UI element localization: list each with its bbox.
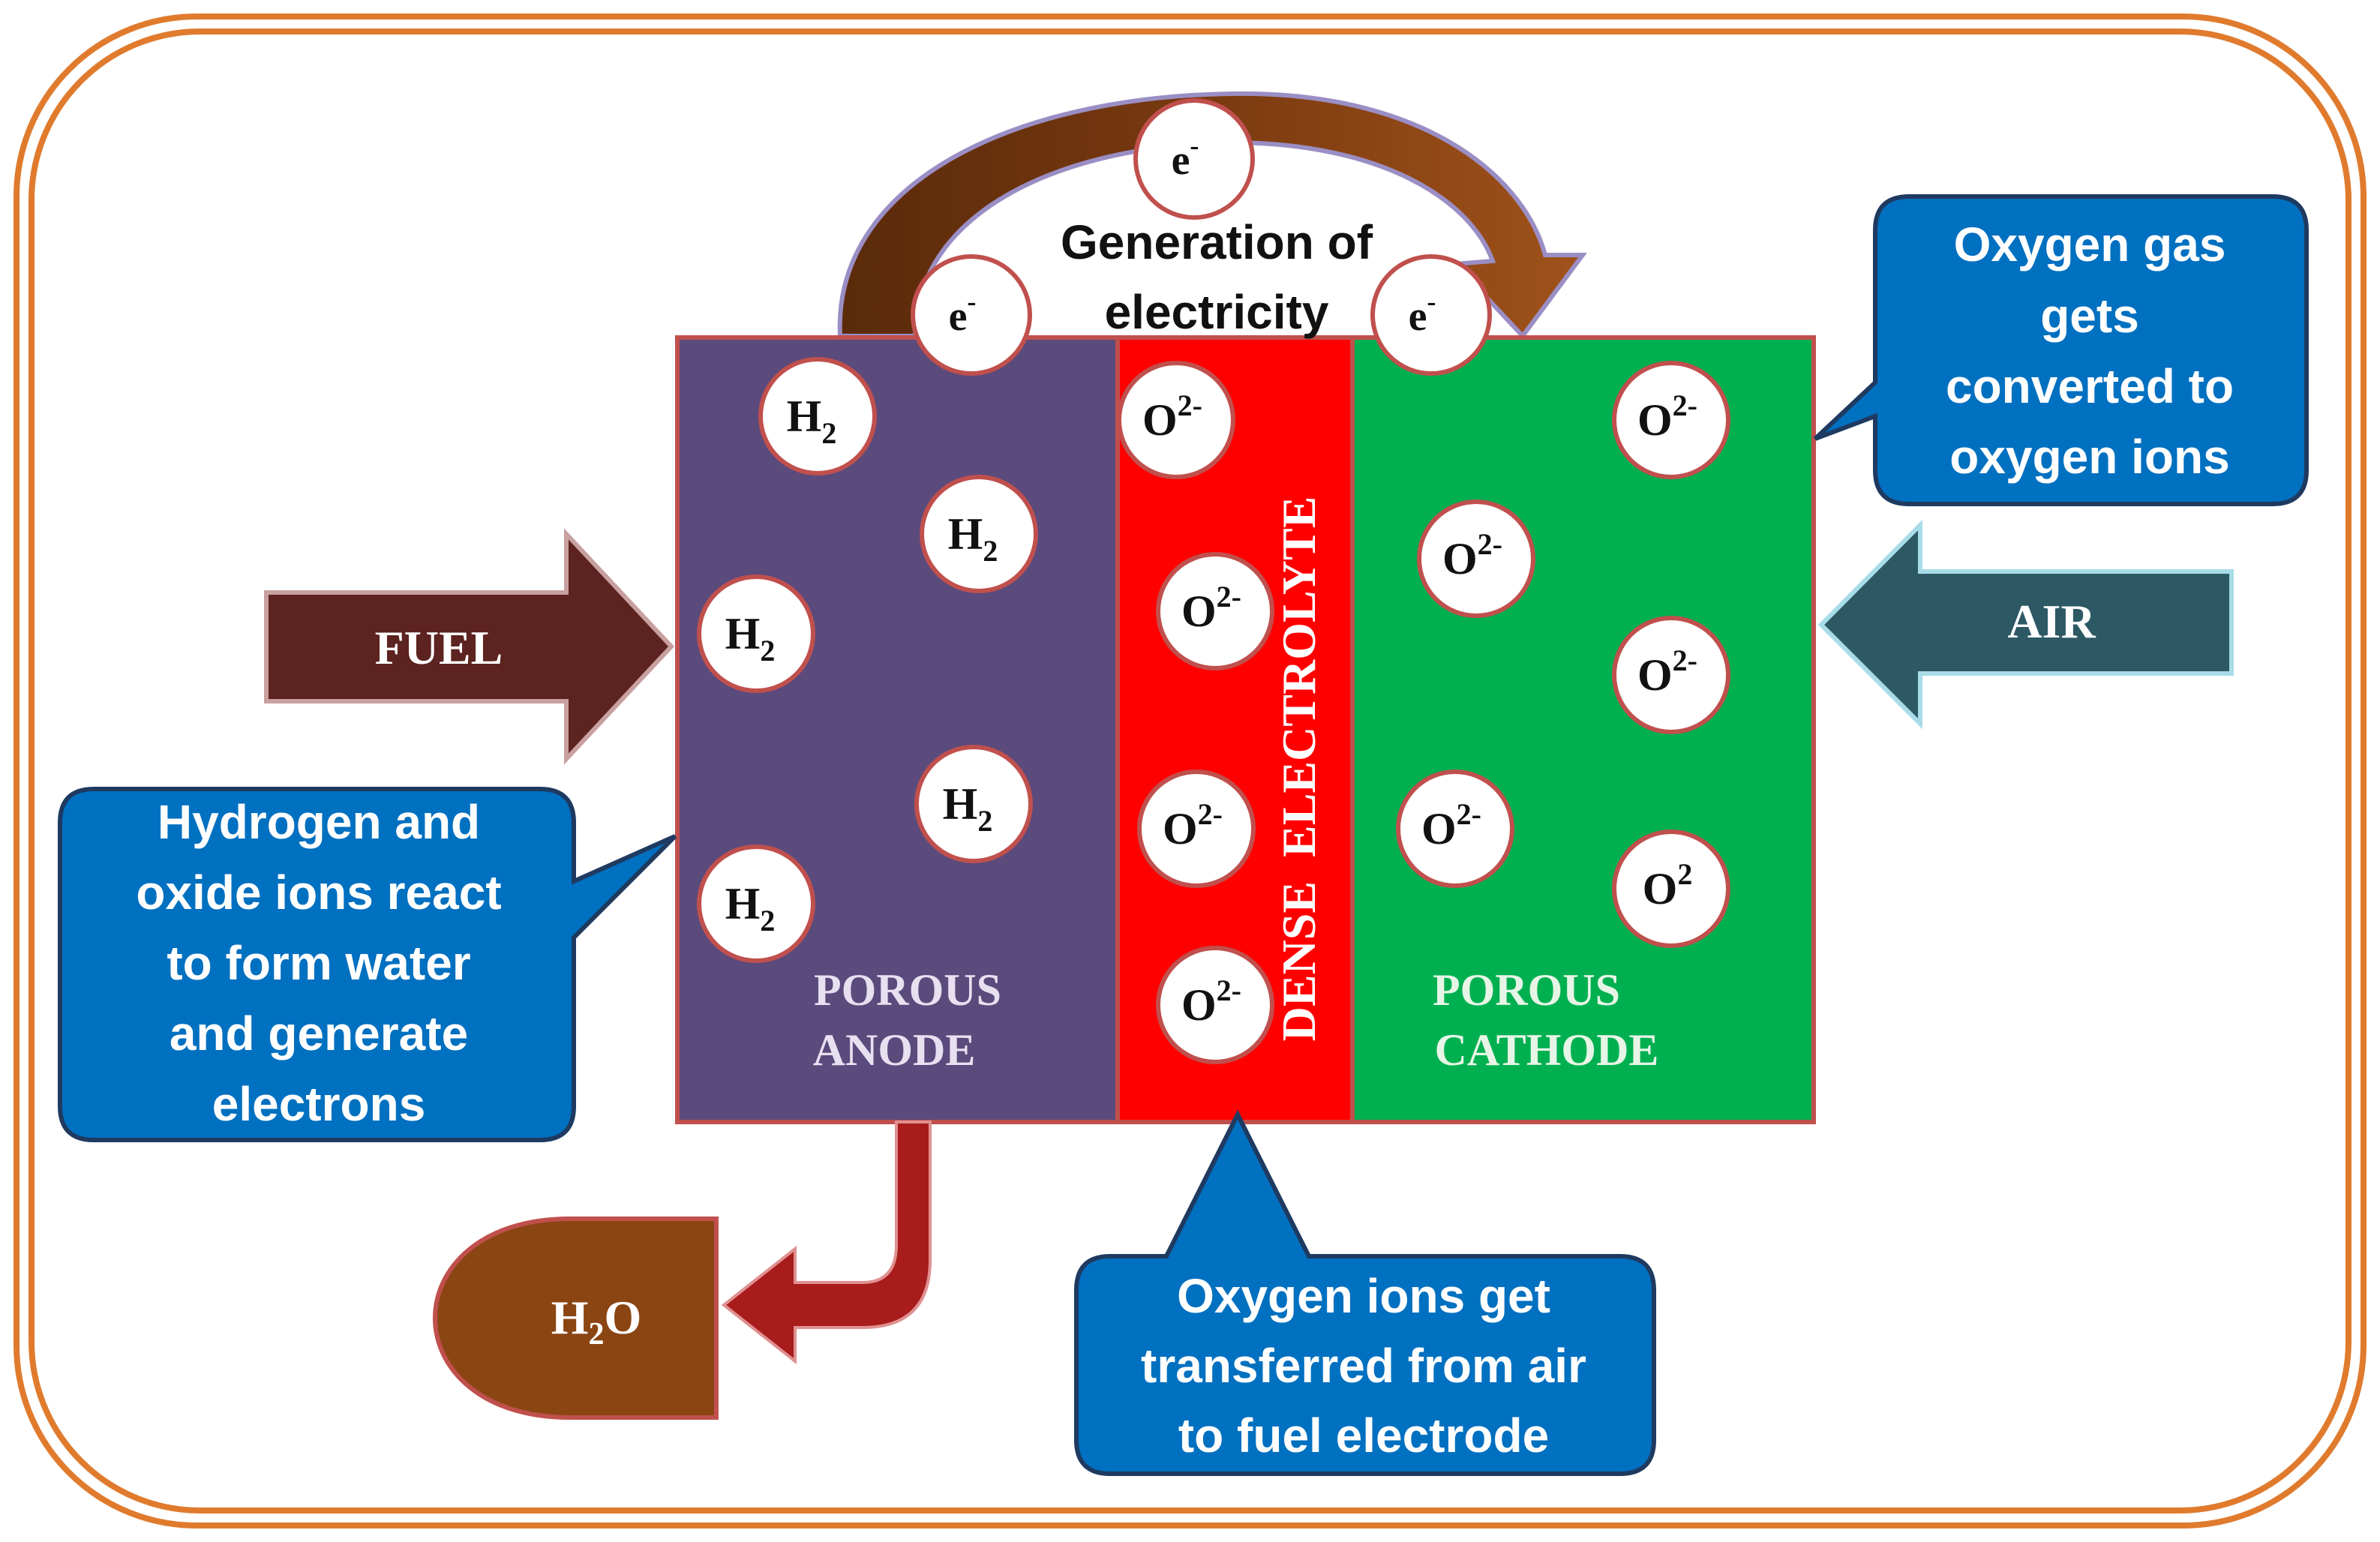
electron-circle: e- <box>1370 254 1492 376</box>
water-tank: H2O <box>433 1216 719 1420</box>
oxygen-ion: O2- <box>1396 770 1514 888</box>
anode-label-line2: ANODE <box>813 1025 976 1075</box>
anode-label-line1: POROUS <box>814 965 1001 1015</box>
h2-molecule: H2 <box>920 475 1038 593</box>
callout-electrolyte-line: Oxygen ions get <box>1177 1269 1550 1323</box>
air-label: AIR <box>2007 595 2096 648</box>
svg-text:O2-: O2- <box>1181 580 1241 636</box>
cathode-label-line2: CATHODE <box>1435 1025 1659 1075</box>
h2-molecule: H2 <box>697 574 815 693</box>
svg-text:O2-: O2- <box>1181 974 1241 1030</box>
callout-anode-line: to form water <box>167 936 470 990</box>
oxygen-ion: O2- <box>1156 552 1274 670</box>
svg-text:e-: e- <box>1409 286 1436 340</box>
callout-anode-line: Hydrogen and <box>158 795 480 849</box>
svg-text:H2: H2 <box>943 779 993 838</box>
svg-text:O2-: O2- <box>1442 527 1502 584</box>
callout-anode-line: electrons <box>212 1077 426 1131</box>
oxygen-ion: O2- <box>1137 770 1256 888</box>
callout-electrolyte-line: to fuel electrode <box>1178 1408 1549 1462</box>
svg-text:e-: e- <box>949 286 977 340</box>
oxygen-ion: O2 <box>1612 830 1730 948</box>
cathode-label-line1: POROUS <box>1433 965 1620 1015</box>
water-output-arrow <box>721 1120 932 1365</box>
electron-flow-arrow <box>837 91 1587 340</box>
porous-cathode-block <box>1350 335 1816 1124</box>
electricity-caption-line2: electricity <box>1105 285 1329 339</box>
svg-text:H2: H2 <box>725 879 776 938</box>
electron-circle: e- <box>1133 98 1255 220</box>
outer-frame <box>14 14 2366 1528</box>
oxygen-ion: O2- <box>1117 361 1235 479</box>
callout-cathode: Oxygen gas gets converted to oxygen ions <box>1813 194 2309 506</box>
callout-cathode-line: gets <box>2040 289 2139 343</box>
svg-text:O2-: O2- <box>1637 388 1697 445</box>
electron-circle: e- <box>911 254 1032 376</box>
electricity-caption-line1: Generation of <box>1061 215 1373 269</box>
callout-anode-line: oxide ions react <box>136 866 501 920</box>
water-label: H2O <box>551 1291 642 1352</box>
oxygen-ion: O2- <box>1612 616 1730 734</box>
fuel-arrow: FUEL <box>264 528 675 765</box>
h2-molecule: H2 <box>758 357 877 476</box>
h2-molecule: H2 <box>697 844 815 963</box>
callout-cathode-line: Oxygen gas <box>1954 218 2226 272</box>
callout-electrolyte-line: transferred from air <box>1141 1339 1586 1393</box>
callout-cathode-line: oxygen ions <box>1949 430 2229 484</box>
callout-anode-line: and generate <box>170 1006 468 1060</box>
oxygen-ion: O2- <box>1612 361 1730 479</box>
svg-text:O2-: O2- <box>1142 388 1202 445</box>
svg-text:e-: e- <box>1172 130 1199 184</box>
air-arrow: AIR <box>1817 519 2234 730</box>
callout-anode: Hydrogen and oxide ions react to form wa… <box>58 787 677 1142</box>
svg-text:O2-: O2- <box>1421 797 1481 854</box>
svg-text:O2: O2 <box>1643 857 1693 914</box>
fuel-label: FUEL <box>375 621 503 674</box>
svg-text:O2-: O2- <box>1637 644 1697 700</box>
oxygen-ion: O2- <box>1156 946 1274 1064</box>
callout-electrolyte: Oxygen ions get transferred from air to … <box>1074 1109 1656 1476</box>
electrolyte-label: DENSE ELECTROLYTE <box>1272 496 1325 1042</box>
svg-text:H2: H2 <box>725 609 776 668</box>
h2-molecule: H2 <box>914 745 1033 863</box>
svg-text:H2: H2 <box>787 392 837 450</box>
svg-text:O2-: O2- <box>1163 797 1223 854</box>
callout-cathode-line: converted to <box>1946 359 2234 413</box>
svg-text:H2: H2 <box>948 509 998 568</box>
porous-anode-block <box>675 335 1120 1124</box>
oxygen-ion: O2- <box>1417 500 1535 618</box>
